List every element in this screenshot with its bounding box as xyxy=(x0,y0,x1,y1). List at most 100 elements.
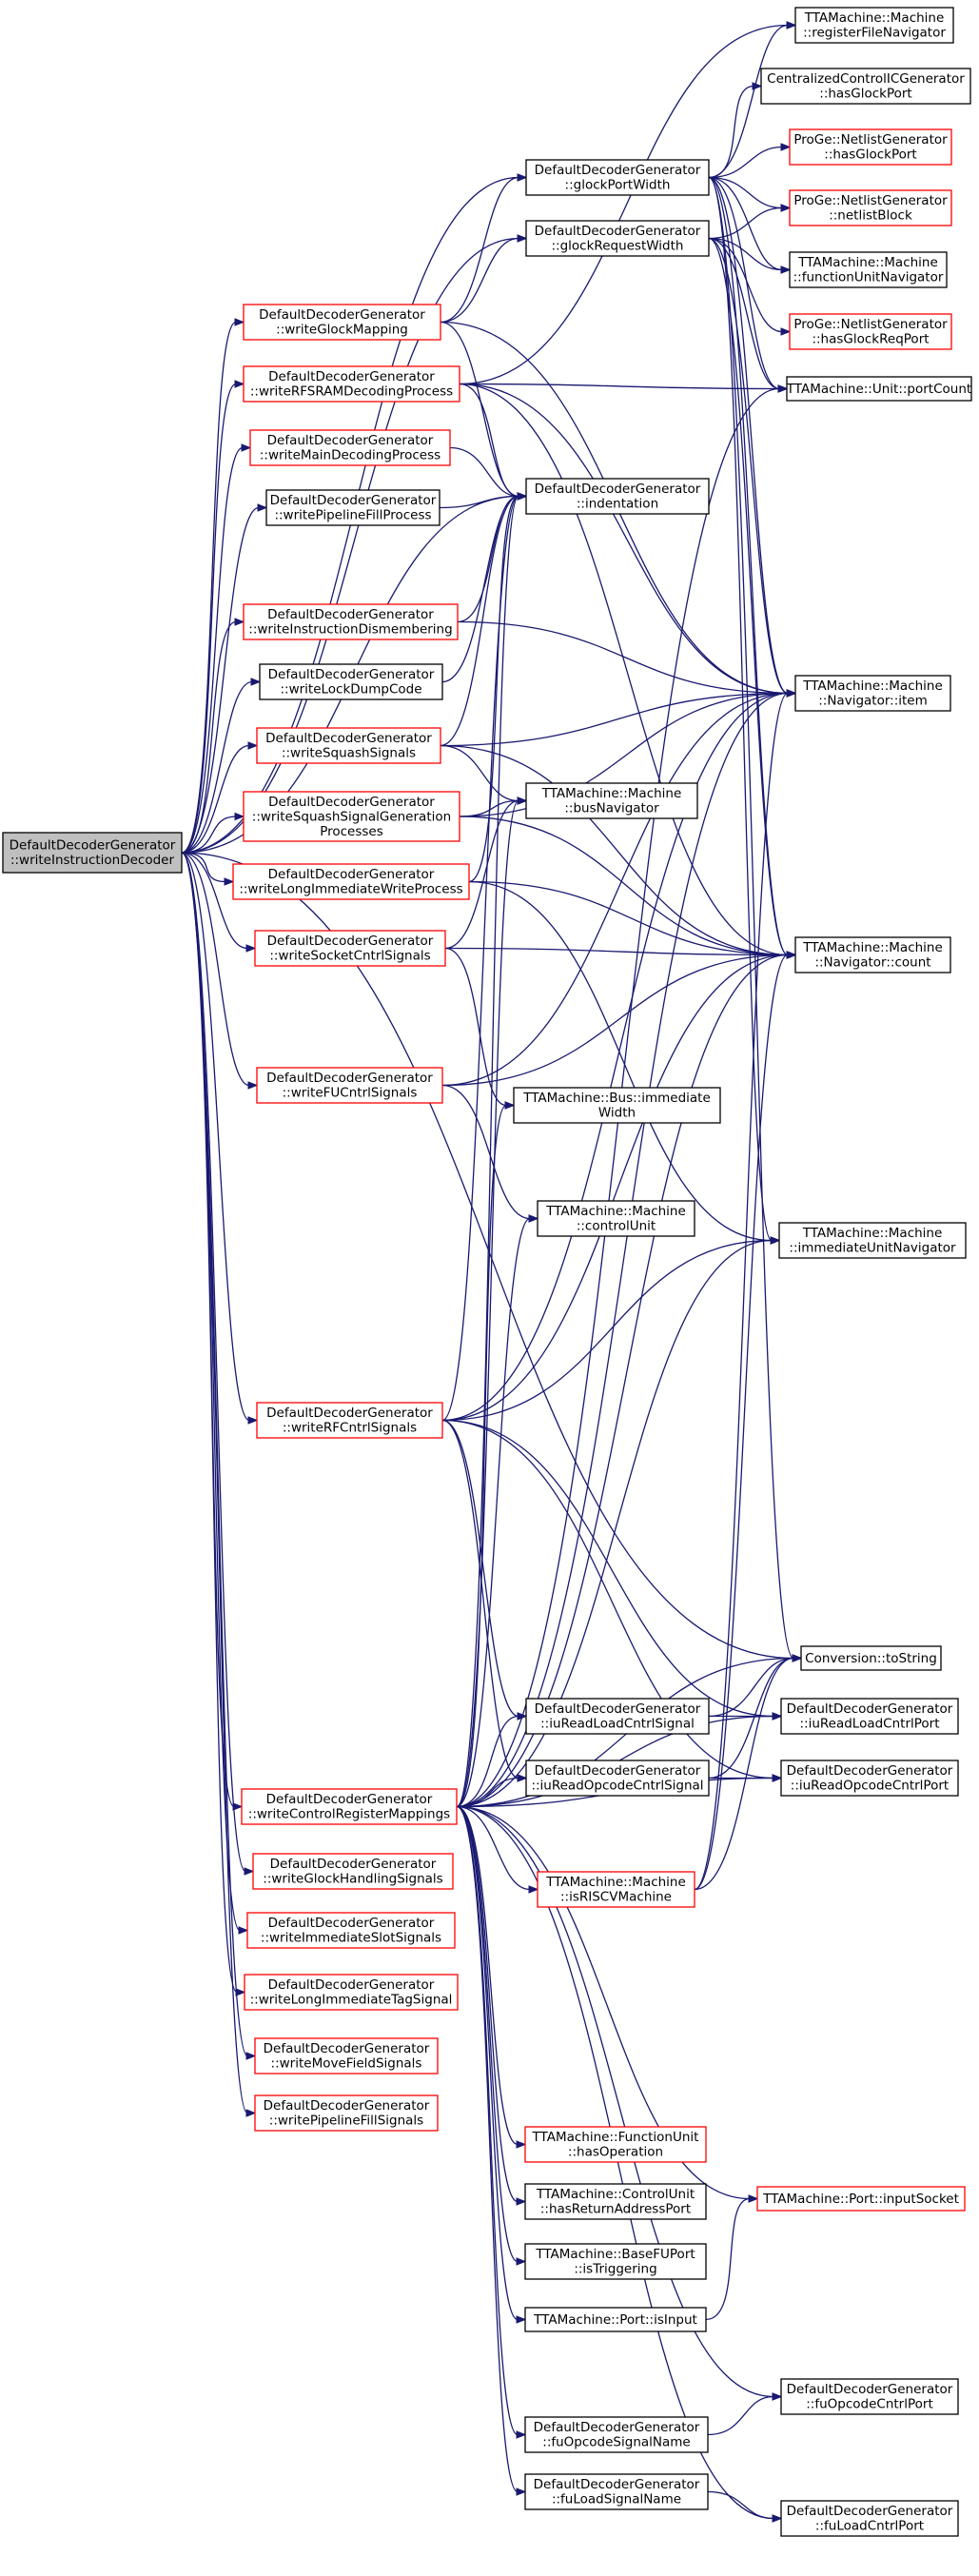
node-isRISCV[interactable]: TTAMachine::Machine::isRISCVMachine xyxy=(537,1871,695,1908)
node-label-line: ::writeRFSRAMDecodingProcess xyxy=(250,384,453,400)
node-isInput[interactable]: TTAMachine::Port::isInput xyxy=(524,2307,707,2332)
node-wRFSRAM[interactable]: DefaultDecoderGenerator::writeRFSRAMDeco… xyxy=(243,365,460,403)
node-label-line: TTAMachine::Machine xyxy=(545,1204,686,1219)
edge-wSS-busN xyxy=(440,744,519,802)
node-box xyxy=(232,863,470,900)
node-box xyxy=(243,304,441,341)
node-fuNav[interactable]: TTAMachine::Machine::functionUnitNavigat… xyxy=(789,251,948,288)
node-ctrlU[interactable]: TTAMachine::Machine::controlUnit xyxy=(537,1200,695,1237)
node-wISS[interactable]: DefaultDecoderGenerator::writeImmediateS… xyxy=(246,1912,456,1949)
edge-arrowhead-root-wID xyxy=(234,618,245,626)
node-pNB[interactable]: ProGe::NetlistGenerator::netlistBlock xyxy=(789,189,952,226)
node-label-line: DefaultDecoderGenerator xyxy=(535,482,701,497)
node-box xyxy=(243,791,460,842)
node-wLDC[interactable]: DefaultDecoderGenerator::writeLockDumpCo… xyxy=(259,663,443,700)
node-busN[interactable]: TTAMachine::Machine::busNavigator xyxy=(525,782,698,819)
edge-gRW-portCount xyxy=(708,237,780,390)
node-fuLCP[interactable]: DefaultDecoderGenerator::fuLoadCntrlPort xyxy=(780,2500,959,2537)
node-label-line: ::writeSquashSignals xyxy=(282,746,416,761)
node-regFN[interactable]: TTAMachine::Machine::registerFileNavigat… xyxy=(794,7,954,44)
edge-wRFSRAM-ind xyxy=(459,383,519,498)
node-gRW[interactable]: DefaultDecoderGenerator::glockRequestWid… xyxy=(525,220,710,257)
edge-wSCS-navCount xyxy=(444,947,789,956)
node-label-line: DefaultDecoderGenerator xyxy=(535,1701,701,1717)
edge-wLIWP-navCount xyxy=(468,880,789,956)
node-label-line: ::hasReturnAddressPort xyxy=(540,2202,691,2217)
node-iuROCP[interactable]: DefaultDecoderGenerator::iuReadOpcodeCnt… xyxy=(780,1760,959,1797)
edge-arrowhead-root-wRFCS xyxy=(247,1416,259,1425)
node-cuHRAP[interactable]: TTAMachine::ControlUnit::hasReturnAddres… xyxy=(524,2183,707,2220)
node-iuRLCP[interactable]: DefaultDecoderGenerator::iuReadLoadCntrl… xyxy=(780,1698,959,1735)
node-navCount[interactable]: TTAMachine::Machine::Navigator::count xyxy=(794,936,951,973)
node-wGHS[interactable]: DefaultDecoderGenerator::writeGlockHandl… xyxy=(252,1853,454,1890)
node-box xyxy=(524,2183,707,2220)
edge-wCRM-ind xyxy=(456,495,519,1808)
node-label-line: ::writeInstructionDecoder xyxy=(10,853,175,868)
node-iuROCS[interactable]: DefaultDecoderGenerator::iuReadOpcodeCnt… xyxy=(525,1760,710,1797)
node-label-line: TTAMachine::Machine xyxy=(797,255,938,270)
node-navItem[interactable]: TTAMachine::Machine::Navigator::item xyxy=(794,675,951,712)
node-toStr[interactable]: Conversion::toString xyxy=(800,1645,942,1671)
node-wLITS[interactable]: DefaultDecoderGenerator::writeLongImmedi… xyxy=(244,1974,459,2011)
edge-wFUCS-navCount xyxy=(441,954,789,1087)
edge-arrowhead-root-wPFS xyxy=(245,2109,257,2117)
node-wPFP[interactable]: DefaultDecoderGenerator::writePipelineFi… xyxy=(265,489,441,526)
edge-arrowhead-wGM-gPW xyxy=(517,173,528,182)
edge-isRISCV-toStr xyxy=(694,1657,794,1891)
node-ind[interactable]: DefaultDecoderGenerator::indentation xyxy=(525,478,710,515)
node-box xyxy=(786,376,972,402)
edge-arrowhead-wCRM-ctrlU xyxy=(528,1214,539,1223)
node-wMDP[interactable]: DefaultDecoderGenerator::writeMainDecodi… xyxy=(249,429,451,466)
edge-wRFCS-iuROCS xyxy=(441,1419,519,1780)
edge-wCRM-busN xyxy=(456,799,519,1808)
node-fuOCP[interactable]: DefaultDecoderGenerator::fuOpcodeCntrlPo… xyxy=(780,2378,959,2415)
edge-wID-navItem xyxy=(457,620,789,695)
node-wPFS[interactable]: DefaultDecoderGenerator::writePipelineFi… xyxy=(254,2094,439,2132)
node-wSCS[interactable]: DefaultDecoderGenerator::writeSocketCntr… xyxy=(254,930,446,967)
edge-arrowhead-wCRM-isTrig xyxy=(516,2257,527,2266)
node-iuRLCS[interactable]: DefaultDecoderGenerator::iuReadLoadCntrl… xyxy=(525,1698,710,1735)
node-wMFS[interactable]: DefaultDecoderGenerator::writeMoveFieldS… xyxy=(254,2037,439,2075)
edge-wCRM-ctrlU xyxy=(456,1217,531,1808)
node-immUN[interactable]: TTAMachine::Machine::immediateUnitNaviga… xyxy=(778,1222,967,1259)
node-box xyxy=(513,1087,721,1124)
node-gPW[interactable]: DefaultDecoderGenerator::glockPortWidth xyxy=(525,159,710,196)
node-isTrig[interactable]: TTAMachine::BaseFUPort::isTriggering xyxy=(524,2243,707,2280)
edge-arrowhead-gPW-immUN xyxy=(770,1236,781,1245)
node-pHGRP[interactable]: ProGe::NetlistGenerator::hasGlockReqPort xyxy=(789,313,952,350)
edge-gPW-immUN xyxy=(708,176,773,1242)
edge-isRISCV-navCount xyxy=(694,954,789,1891)
node-fuOSN[interactable]: DefaultDecoderGenerator::fuOpcodeSignalN… xyxy=(524,2416,709,2453)
edge-iuRLCS-toStr xyxy=(708,1657,794,1718)
node-inSock[interactable]: TTAMachine::Port::inputSocket xyxy=(756,2186,966,2212)
node-fuHasOp[interactable]: TTAMachine::FunctionUnit::hasOperation xyxy=(524,2126,707,2163)
node-pHGP[interactable]: ProGe::NetlistGenerator::hasGlockPort xyxy=(789,128,952,166)
node-portCount[interactable]: TTAMachine::Unit::portCount xyxy=(786,376,972,402)
node-wRFCS[interactable]: DefaultDecoderGenerator::writeRFCntrlSig… xyxy=(256,1402,443,1439)
node-wFUCS[interactable]: DefaultDecoderGenerator::writeFUCntrlSig… xyxy=(256,1067,443,1104)
node-wSSGP[interactable]: DefaultDecoderGenerator::writeSquashSign… xyxy=(243,791,460,842)
edge-wCRM-fuLSN xyxy=(456,1805,519,2493)
edge-arrowhead-wGM-gRW xyxy=(517,234,528,243)
edge-wLDC-ind xyxy=(441,495,519,683)
node-wID[interactable]: DefaultDecoderGenerator::writeInstructio… xyxy=(243,603,459,640)
node-label-line: ::Navigator::item xyxy=(818,694,928,709)
node-box xyxy=(243,365,460,403)
node-wGM[interactable]: DefaultDecoderGenerator::writeGlockMappi… xyxy=(243,304,441,341)
edge-arrowhead-wCRM-isRISCV xyxy=(528,1885,539,1894)
node-label-line: ::writePipelineFillSignals xyxy=(269,2114,423,2129)
node-label-line: ::isTriggering xyxy=(574,2262,656,2277)
edge-wCRM-fuHasOp xyxy=(456,1805,519,2146)
edge-root-wSS xyxy=(181,744,250,854)
node-wCRM[interactable]: DefaultDecoderGenerator::writeControlReg… xyxy=(241,1788,458,1825)
node-cHGP[interactable]: CentralizedControlICGenerator::hasGlockP… xyxy=(760,68,971,105)
node-box xyxy=(524,2416,709,2453)
node-label-line: ::writePipelineFillProcess xyxy=(274,508,431,523)
node-fuLSN[interactable]: DefaultDecoderGenerator::fuLoadSignalNam… xyxy=(524,2473,709,2510)
node-wLIWP[interactable]: DefaultDecoderGenerator::writeLongImmedi… xyxy=(232,863,470,900)
node-wSS[interactable]: DefaultDecoderGenerator::writeSquashSign… xyxy=(256,727,441,764)
edge-arrowhead-fuLSN-fuLCP xyxy=(772,2514,783,2523)
node-box xyxy=(794,675,951,712)
edge-arrowhead-root-wMFS xyxy=(245,2052,257,2060)
